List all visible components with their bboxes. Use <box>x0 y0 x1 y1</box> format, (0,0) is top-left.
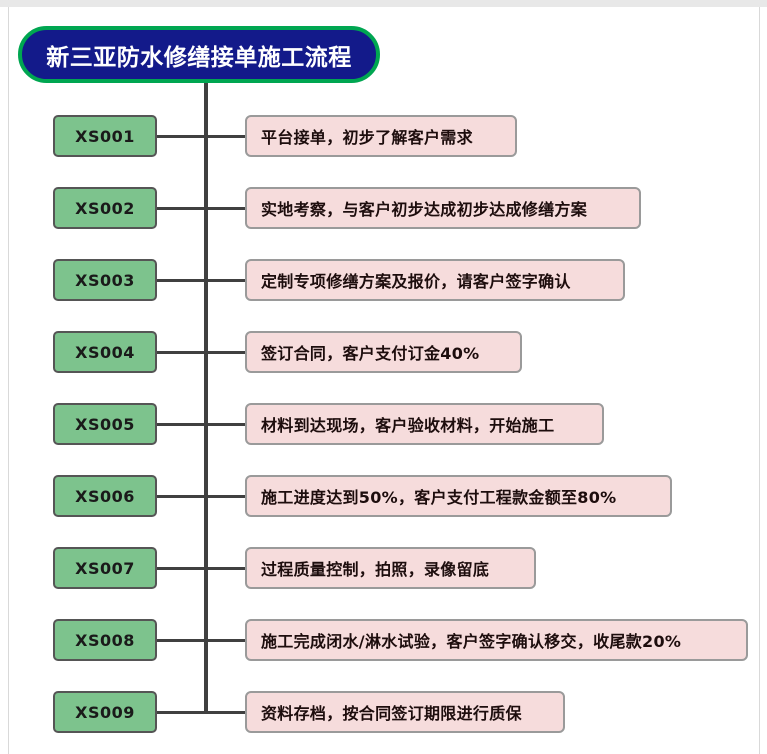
page-rule-right <box>759 7 760 754</box>
step-code-label: XS007 <box>75 558 135 578</box>
step-description-box[interactable]: 材料到达现场，客户验收材料，开始施工 <box>245 403 604 445</box>
step-connector-line <box>157 567 245 570</box>
step-description-box[interactable]: 施工进度达到50%，客户支付工程款金额至80% <box>245 475 672 517</box>
step-code-box[interactable]: XS008 <box>53 619 157 661</box>
step-code-label: XS008 <box>75 630 135 650</box>
step-code-label: XS009 <box>75 702 135 722</box>
step-connector-line <box>157 279 245 282</box>
step-description-box[interactable]: 平台接单，初步了解客户需求 <box>245 115 517 157</box>
step-code-box[interactable]: XS003 <box>53 259 157 301</box>
step-description-label: 实地考察，与客户初步达成初步达成修缮方案 <box>261 200 588 219</box>
step-description-label: 材料到达现场，客户验收材料，开始施工 <box>261 416 555 435</box>
page-rule-left <box>8 7 9 754</box>
step-description-box[interactable]: 定制专项修缮方案及报价，请客户签字确认 <box>245 259 625 301</box>
step-description-box[interactable]: 过程质量控制，拍照，录像留底 <box>245 547 536 589</box>
step-code-box[interactable]: XS007 <box>53 547 157 589</box>
step-description-box[interactable]: 实地考察，与客户初步达成初步达成修缮方案 <box>245 187 641 229</box>
step-description-box[interactable]: 施工完成闭水/淋水试验，客户签字确认移交，收尾款20% <box>245 619 748 661</box>
step-description-label: 定制专项修缮方案及报价，请客户签字确认 <box>261 272 571 291</box>
step-code-label: XS006 <box>75 486 135 506</box>
step-code-label: XS003 <box>75 270 135 290</box>
step-description-box[interactable]: 签订合同，客户支付订金40% <box>245 331 522 373</box>
step-code-box[interactable]: XS001 <box>53 115 157 157</box>
step-description-label: 过程质量控制，拍照，录像留底 <box>261 560 490 579</box>
step-code-box[interactable]: XS006 <box>53 475 157 517</box>
step-connector-line <box>157 639 245 642</box>
step-code-box[interactable]: XS002 <box>53 187 157 229</box>
page-top-strip <box>0 0 767 7</box>
step-connector-line <box>157 711 245 714</box>
step-code-box[interactable]: XS009 <box>53 691 157 733</box>
step-description-label: 施工完成闭水/淋水试验，客户签字确认移交，收尾款20% <box>261 632 682 651</box>
step-code-box[interactable]: XS005 <box>53 403 157 445</box>
step-connector-line <box>157 495 245 498</box>
step-code-label: XS001 <box>75 126 135 146</box>
step-code-label: XS002 <box>75 198 135 218</box>
step-code-box[interactable]: XS004 <box>53 331 157 373</box>
step-code-label: XS005 <box>75 414 135 434</box>
step-code-label: XS004 <box>75 342 135 362</box>
step-description-box[interactable]: 资料存档，按合同签订期限进行质保 <box>245 691 565 733</box>
flowchart-title-text: 新三亚防水修缮接单施工流程 <box>46 44 352 71</box>
step-connector-line <box>157 135 245 138</box>
step-description-label: 施工进度达到50%，客户支付工程款金额至80% <box>261 488 617 507</box>
step-connector-line <box>157 423 245 426</box>
step-description-label: 签订合同，客户支付订金40% <box>261 344 480 363</box>
step-connector-line <box>157 351 245 354</box>
flowchart-title-node: 新三亚防水修缮接单施工流程 <box>18 26 380 83</box>
vertical-trunk-line <box>204 83 208 712</box>
step-connector-line <box>157 207 245 210</box>
step-description-label: 资料存档，按合同签订期限进行质保 <box>261 704 522 723</box>
step-description-label: 平台接单，初步了解客户需求 <box>261 128 473 147</box>
